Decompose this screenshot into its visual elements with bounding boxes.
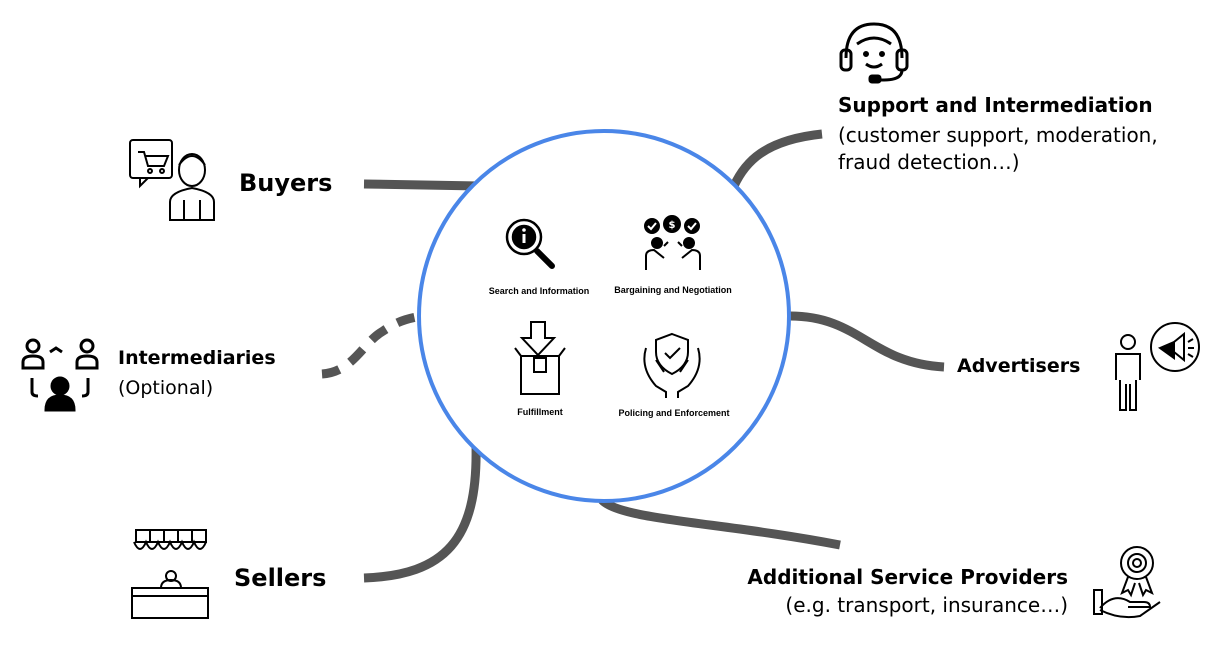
advertisers-label: Advertisers — [957, 355, 1081, 377]
svg-text:$: $ — [669, 220, 676, 231]
connector-buyers — [363, 179, 481, 191]
bargaining-icon: $ — [644, 215, 701, 270]
sellers-label: Sellers — [234, 564, 327, 592]
function-bargaining-label: Bargaining and Negotiation — [614, 285, 732, 295]
buyers-label: Buyers — [239, 169, 333, 197]
connector-providers — [598, 496, 841, 550]
intermediaries-icon — [21, 338, 99, 412]
search-info-icon — [505, 218, 555, 269]
shield-hands-icon — [643, 332, 701, 398]
award-hand-icon — [1093, 546, 1161, 619]
function-search-label: Search and Information — [488, 286, 590, 296]
providers-desc: (e.g. transport, insurance…) — [785, 593, 1068, 617]
box-icon — [514, 321, 566, 395]
function-fulfillment-label: Fulfillment — [517, 407, 563, 417]
connector-support — [729, 129, 823, 188]
megaphone-person-icon — [1115, 322, 1200, 411]
platform-circle — [417, 129, 791, 503]
support-desc-line1: (customer support, moderation, — [838, 123, 1158, 147]
connector-advertisers — [789, 311, 945, 372]
headset-icon — [839, 22, 909, 84]
function-policing-label: Policing and Enforcement — [618, 408, 730, 418]
intermediaries-optional-label: (Optional) — [118, 377, 214, 399]
support-title: Support and Intermediation — [838, 93, 1153, 117]
connector-sellers — [363, 445, 481, 583]
buyer-cart-icon — [129, 139, 215, 221]
intermediaries-label: Intermediaries — [118, 347, 276, 369]
storefront-icon — [131, 529, 209, 619]
support-desc-line2: fraud detection…) — [838, 150, 1020, 174]
providers-title: Additional Service Providers — [747, 565, 1068, 589]
connector-intermediaries — [321, 311, 423, 379]
